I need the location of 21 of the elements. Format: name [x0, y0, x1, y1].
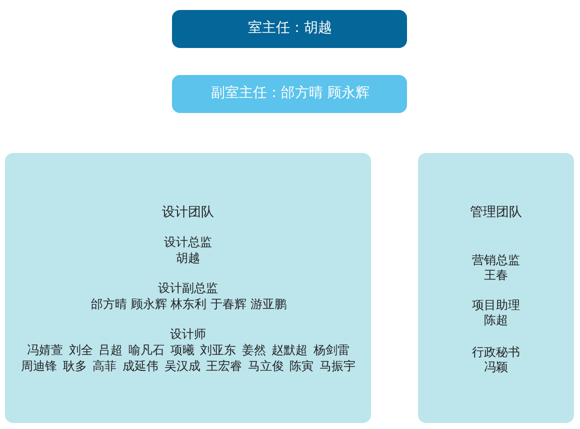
member-names: 王春 — [484, 268, 508, 283]
member-names: 陈超 — [484, 313, 508, 328]
role-title: 行政秘书 — [472, 345, 520, 360]
title-text: 室主任：胡越 — [248, 21, 332, 36]
team-heading: 管理团队 — [470, 205, 522, 220]
role-title: 设计总监 — [164, 235, 212, 250]
member-names: 胡越 — [176, 251, 200, 266]
team-panel — [418, 153, 574, 423]
role-title: 营销总监 — [472, 253, 520, 268]
title-box — [172, 10, 407, 48]
role-title: 项目助理 — [472, 298, 520, 313]
role-title: 设计副总监 — [158, 281, 218, 296]
title-box — [172, 75, 407, 113]
title-text: 副室主任：邰方晴 顾永辉 — [211, 86, 370, 101]
role-title: 设计师 — [170, 327, 206, 342]
team-panel — [5, 153, 371, 423]
member-names: 冯婧萱 刘全 吕超 喻凡石 项曦 刘亚东 姜然 赵默超 杨剑雷 — [27, 343, 350, 358]
member-names: 周迪锋 耿多 高菲 成延伟 吴汉成 王宏睿 马立俊 陈寅 马振宇 — [21, 359, 356, 374]
member-names: 冯颖 — [484, 360, 508, 375]
team-heading: 设计团队 — [162, 205, 214, 220]
member-names: 邰方晴 顾永辉 林东利 于春辉 游亚鹏 — [91, 297, 286, 312]
